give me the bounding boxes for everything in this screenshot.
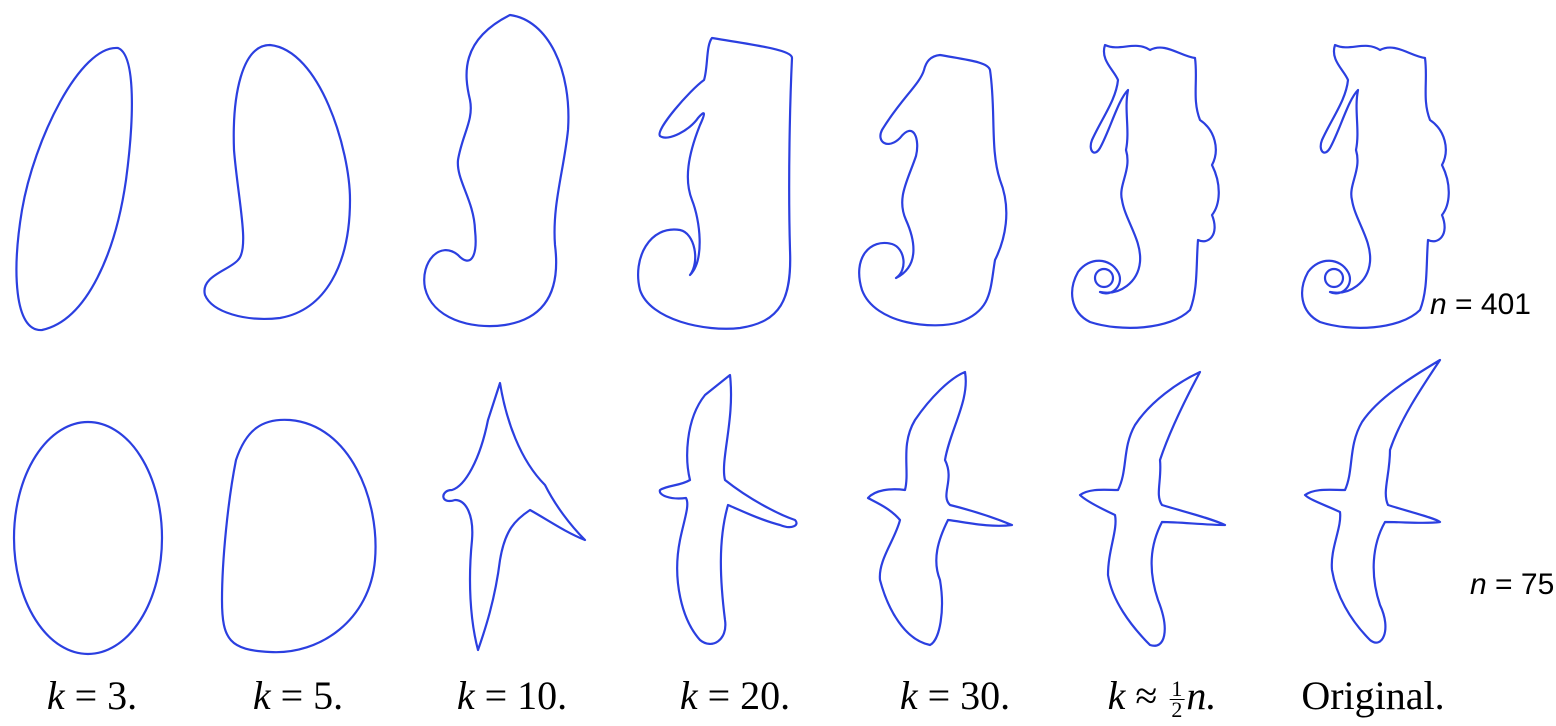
bird-k30-outline bbox=[868, 372, 1012, 645]
column-label-k3: k = 3. bbox=[47, 672, 137, 719]
column-label-k5: k = 5. bbox=[253, 672, 343, 719]
seahorse-k20-outline bbox=[638, 38, 792, 329]
bird-k3-outline bbox=[14, 422, 162, 654]
seahorse-original-tail-spiral bbox=[1325, 269, 1343, 287]
bird-original-outline bbox=[1305, 360, 1440, 643]
bird-khalf-outline bbox=[1080, 372, 1225, 646]
seahorse-khalf-outline bbox=[1072, 45, 1219, 328]
seahorse-k5-outline bbox=[204, 45, 350, 319]
column-label-original: Original. bbox=[1301, 672, 1444, 719]
row-label-seahorse: n = 401 bbox=[1430, 288, 1531, 322]
seahorse-khalf-tail-spiral bbox=[1095, 269, 1113, 287]
column-label-k10: k = 10. bbox=[457, 672, 567, 719]
column-label-k30: k = 30. bbox=[900, 672, 1010, 719]
seahorse-k30-outline bbox=[859, 55, 1006, 325]
column-label-k20: k = 20. bbox=[680, 672, 790, 719]
row-label-bird: n = 75 bbox=[1470, 568, 1554, 602]
bird-k5-outline bbox=[222, 420, 376, 652]
seahorse-k10-outline bbox=[424, 15, 568, 326]
seahorse-k3-outline bbox=[17, 48, 132, 330]
bird-k20-outline bbox=[660, 375, 797, 644]
bird-k10-outline bbox=[443, 383, 585, 650]
seahorse-original-outline bbox=[1302, 45, 1449, 328]
